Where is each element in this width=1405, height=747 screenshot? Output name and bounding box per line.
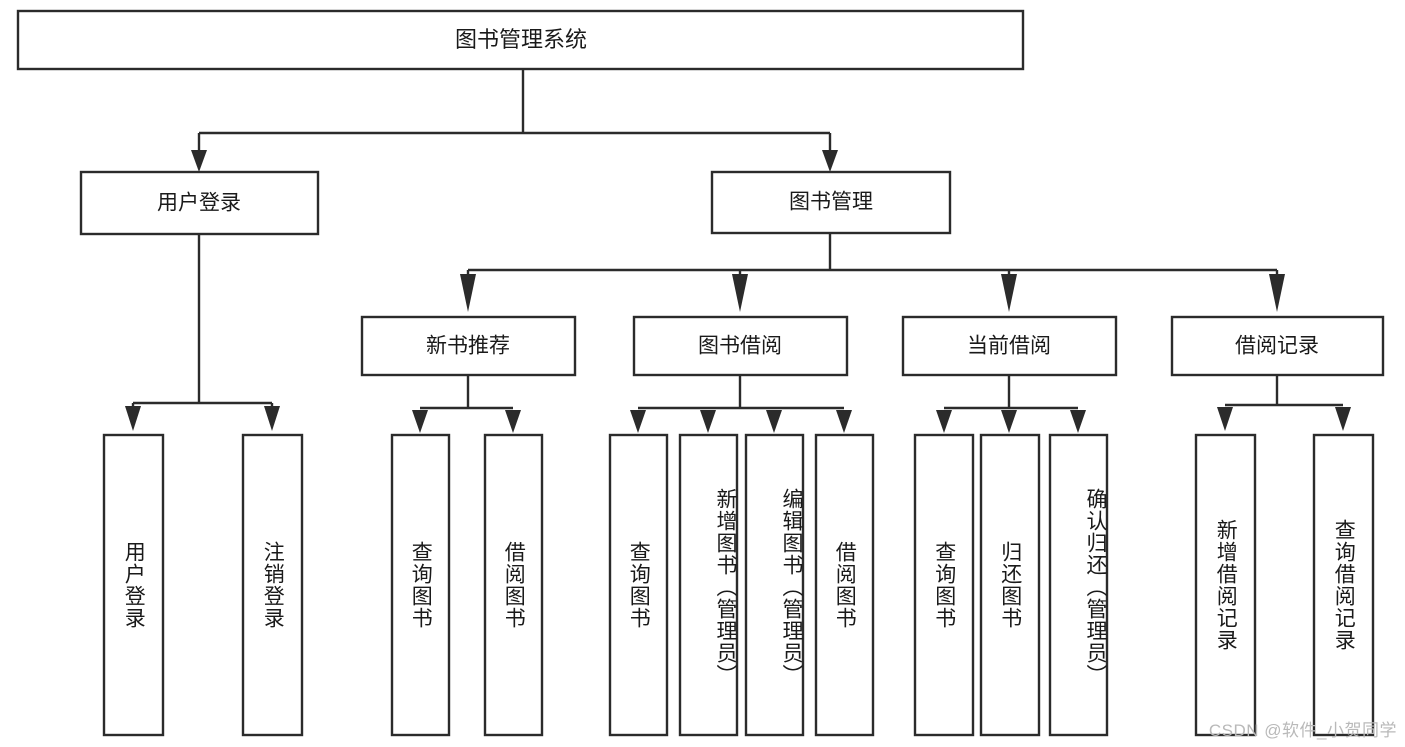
node-leaf-query-borrow-record[interactable]	[1312, 433, 1375, 737]
arrow-head-leaf-query-record	[1335, 407, 1351, 431]
connector-group-root	[191, 69, 838, 172]
node-leaf-logout[interactable]	[241, 433, 304, 737]
node-book-borrowing[interactable]	[632, 315, 849, 377]
watermark-text: CSDN @软件_小贺同学	[1208, 721, 1397, 740]
arrow-head-book-mgmt	[822, 150, 838, 172]
connector-group-book-borrow	[630, 375, 852, 433]
arrow-head-leaf-query-book-2	[630, 410, 646, 433]
node-root-label: 图书管理系统	[455, 27, 587, 52]
node-book-borrowing-label: 图书借阅	[698, 335, 782, 358]
node-leaf-edit-book-admin[interactable]	[744, 433, 805, 737]
node-leaf-user-login[interactable]	[102, 433, 165, 737]
arrow-head-leaf-edit-book	[766, 410, 782, 433]
node-leaf-borrow-book-rec[interactable]	[483, 433, 544, 737]
connector-group-book-mgmt	[460, 233, 1285, 312]
arrow-head-leaf-borrow-book-1	[505, 410, 521, 433]
node-leaf-query-book-borrow[interactable]	[608, 433, 669, 737]
arrow-head-book-borrow	[732, 274, 748, 312]
arrow-head-leaf-user-login	[125, 406, 141, 431]
arrow-head-leaf-confirm-return	[1070, 410, 1086, 433]
node-user-login[interactable]	[79, 170, 320, 236]
node-current-borrowing[interactable]	[901, 315, 1118, 377]
node-current-borrowing-label: 当前借阅	[967, 335, 1051, 358]
node-leaf-confirm-return-admin[interactable]	[1048, 433, 1109, 737]
connector-group-user-login	[125, 234, 280, 431]
node-borrowing-record-label: 借阅记录	[1235, 335, 1319, 358]
node-leaf-return-book[interactable]	[979, 433, 1041, 737]
arrow-head-leaf-query-book-1	[412, 410, 428, 433]
node-new-book-recommendation[interactable]	[360, 315, 577, 377]
arrow-head-user-login	[191, 150, 207, 172]
arrow-head-leaf-query-book-3	[936, 410, 952, 433]
node-leaf-add-book-admin[interactable]	[678, 433, 739, 737]
node-book-management-label: 图书管理	[789, 191, 873, 214]
node-root-book-management-system[interactable]	[16, 9, 1025, 71]
node-leaf-query-book-current[interactable]	[913, 433, 975, 737]
arrow-head-leaf-logout	[264, 406, 280, 431]
arrow-head-leaf-add-record	[1217, 407, 1233, 431]
arrow-head-borrow-record	[1269, 274, 1285, 312]
connector-group-current-borrow	[936, 375, 1086, 433]
connector-group-new-book-rec	[412, 375, 521, 433]
connector-group-borrow-record	[1217, 375, 1351, 431]
arrow-head-leaf-return-book	[1001, 410, 1017, 433]
arrow-head-new-book-rec	[460, 274, 476, 312]
arrow-head-current-borrow	[1001, 274, 1017, 312]
node-user-login-label: 用户登录	[157, 192, 241, 215]
node-book-management[interactable]	[710, 170, 952, 235]
arrow-head-leaf-borrow-book-2	[836, 410, 852, 433]
arrow-head-leaf-add-book	[700, 410, 716, 433]
node-leaf-borrow-book-borrow[interactable]	[814, 433, 875, 737]
node-new-book-recommendation-label: 新书推荐	[426, 335, 510, 358]
node-leaf-query-book-rec[interactable]	[390, 433, 451, 737]
node-leaf-add-borrow-record[interactable]	[1194, 433, 1257, 737]
node-borrowing-record[interactable]	[1170, 315, 1385, 377]
